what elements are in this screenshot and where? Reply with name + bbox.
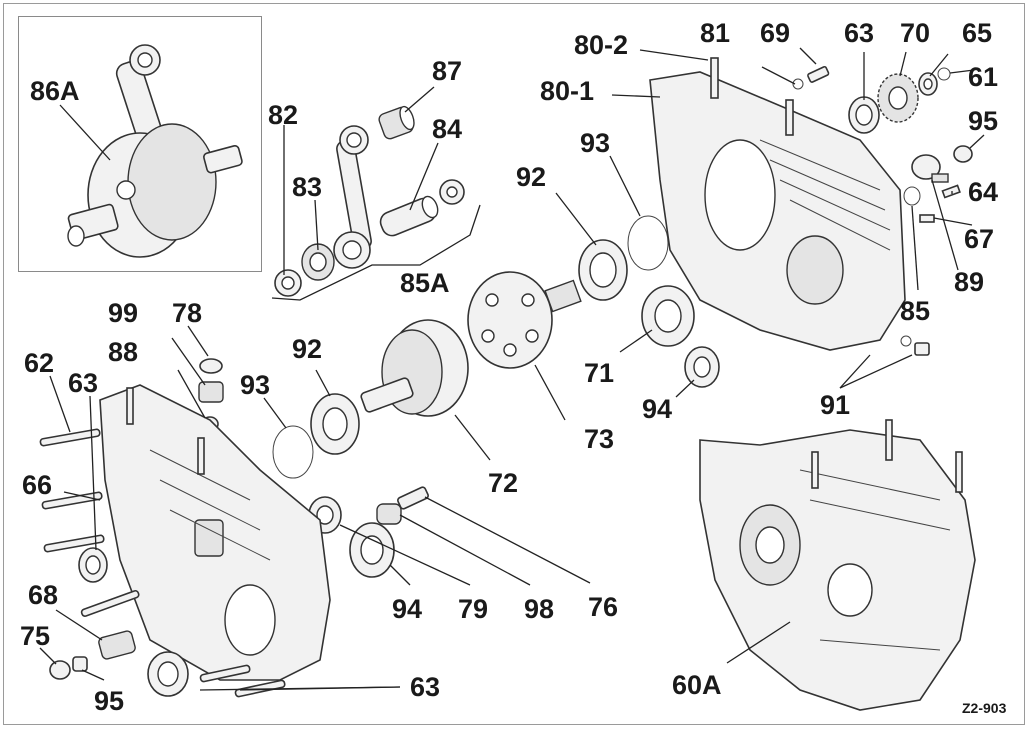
part-drain-plug-91	[900, 335, 930, 356]
part-oil-seal-63-lower	[147, 651, 189, 697]
callout-60A: 60A	[672, 670, 722, 700]
part-plug-95-lower	[72, 656, 88, 672]
diagram-frame	[3, 3, 1025, 725]
callout-65: 65	[962, 18, 992, 48]
part-screw-69	[807, 66, 830, 83]
part-bolt-64	[941, 184, 961, 199]
part-oil-seal-63-left	[78, 547, 108, 583]
callout-63-left: 63	[68, 368, 98, 398]
callout-62: 62	[24, 348, 54, 378]
part-cap-95-upper	[953, 145, 973, 163]
part-seal-78	[199, 358, 223, 374]
part-bearing-92-lower	[310, 393, 360, 455]
part-crankcase-left-half	[99, 384, 331, 681]
callout-92-upper: 92	[516, 162, 546, 192]
part-crankcase-right-half	[649, 57, 906, 351]
callout-73: 73	[584, 424, 614, 454]
callout-88: 88	[108, 337, 138, 367]
part-oil-seal-63-upper	[848, 96, 880, 134]
callout-68: 68	[28, 580, 58, 610]
callout-94-lower: 94	[392, 594, 422, 624]
part-crankcase-assembly-60A	[699, 419, 976, 711]
callout-70: 70	[900, 18, 930, 48]
callout-87: 87	[432, 56, 462, 86]
part-sensor-89	[911, 154, 949, 183]
callout-69: 69	[760, 18, 790, 48]
callout-76: 76	[588, 592, 618, 622]
callout-80-1: 80-1	[540, 76, 594, 106]
part-needle-bearing-83	[301, 243, 335, 281]
part-bearing-94-lower	[349, 522, 395, 578]
leader-lines	[39, 47, 985, 691]
callout-85: 85	[900, 296, 930, 326]
callout-95-lower: 95	[94, 686, 124, 716]
part-crankshaft-assembly	[67, 44, 243, 258]
callout-63-lower: 63	[410, 672, 440, 702]
callout-labels: 86A 82 83 87 84 85A 80-2 80-1 81 69 63 7…	[20, 18, 1007, 716]
part-connecting-rod	[333, 125, 372, 269]
part-snap-ring-82	[274, 269, 302, 297]
part-bearing-94-upper	[684, 346, 720, 388]
part-gear-70	[877, 73, 919, 123]
callout-80-2: 80-2	[574, 30, 628, 60]
callout-71: 71	[584, 358, 614, 388]
callout-89: 89	[954, 267, 984, 297]
callout-94-upper: 94	[642, 394, 672, 424]
part-oring-85	[903, 186, 921, 206]
part-bearing-92-upper	[578, 239, 628, 301]
part-shim-93-upper	[627, 215, 669, 271]
callout-81: 81	[700, 18, 730, 48]
callout-82: 82	[268, 100, 298, 130]
callout-84: 84	[432, 114, 462, 144]
part-washer-65	[918, 72, 938, 96]
drawing-code: Z2-903	[962, 700, 1007, 716]
part-needle-bearing-87	[378, 105, 415, 140]
part-washer-81	[792, 78, 804, 90]
part-clip-61	[937, 67, 951, 81]
crankshaft-inset-box	[18, 16, 262, 272]
callout-83: 83	[292, 172, 322, 202]
part-shim-93-lower	[272, 425, 314, 479]
callout-99: 99	[108, 298, 138, 328]
callout-64: 64	[968, 177, 998, 207]
part-filter-68	[98, 630, 136, 660]
callout-93-upper: 93	[580, 128, 610, 158]
callout-85A: 85A	[400, 268, 450, 298]
part-clutch-drum-72	[360, 319, 469, 417]
callout-86A: 86A	[30, 76, 80, 106]
part-rotor-73	[467, 271, 582, 369]
part-bolts-62-66	[39, 428, 286, 698]
callout-72: 72	[488, 468, 518, 498]
part-snap-ring-right	[439, 179, 465, 205]
callout-66: 66	[22, 470, 52, 500]
callout-98: 98	[524, 594, 554, 624]
callout-67: 67	[964, 224, 994, 254]
part-bolt-76	[397, 486, 429, 510]
part-needle-bearing-99	[198, 381, 224, 403]
part-piston-pin-84	[379, 195, 439, 237]
part-bolt-67	[919, 214, 935, 223]
callout-91: 91	[820, 390, 850, 420]
part-washer-75	[49, 660, 71, 680]
callout-92-lower: 92	[292, 334, 322, 364]
callout-75: 75	[20, 621, 50, 651]
callout-78: 78	[172, 298, 202, 328]
part-bushing-98	[376, 503, 402, 525]
callout-61: 61	[968, 62, 998, 92]
callout-79: 79	[458, 594, 488, 624]
part-bearing-71	[641, 285, 695, 347]
callout-63-upper: 63	[844, 18, 874, 48]
callout-95-upper: 95	[968, 106, 998, 136]
callout-93-lower: 93	[240, 370, 270, 400]
